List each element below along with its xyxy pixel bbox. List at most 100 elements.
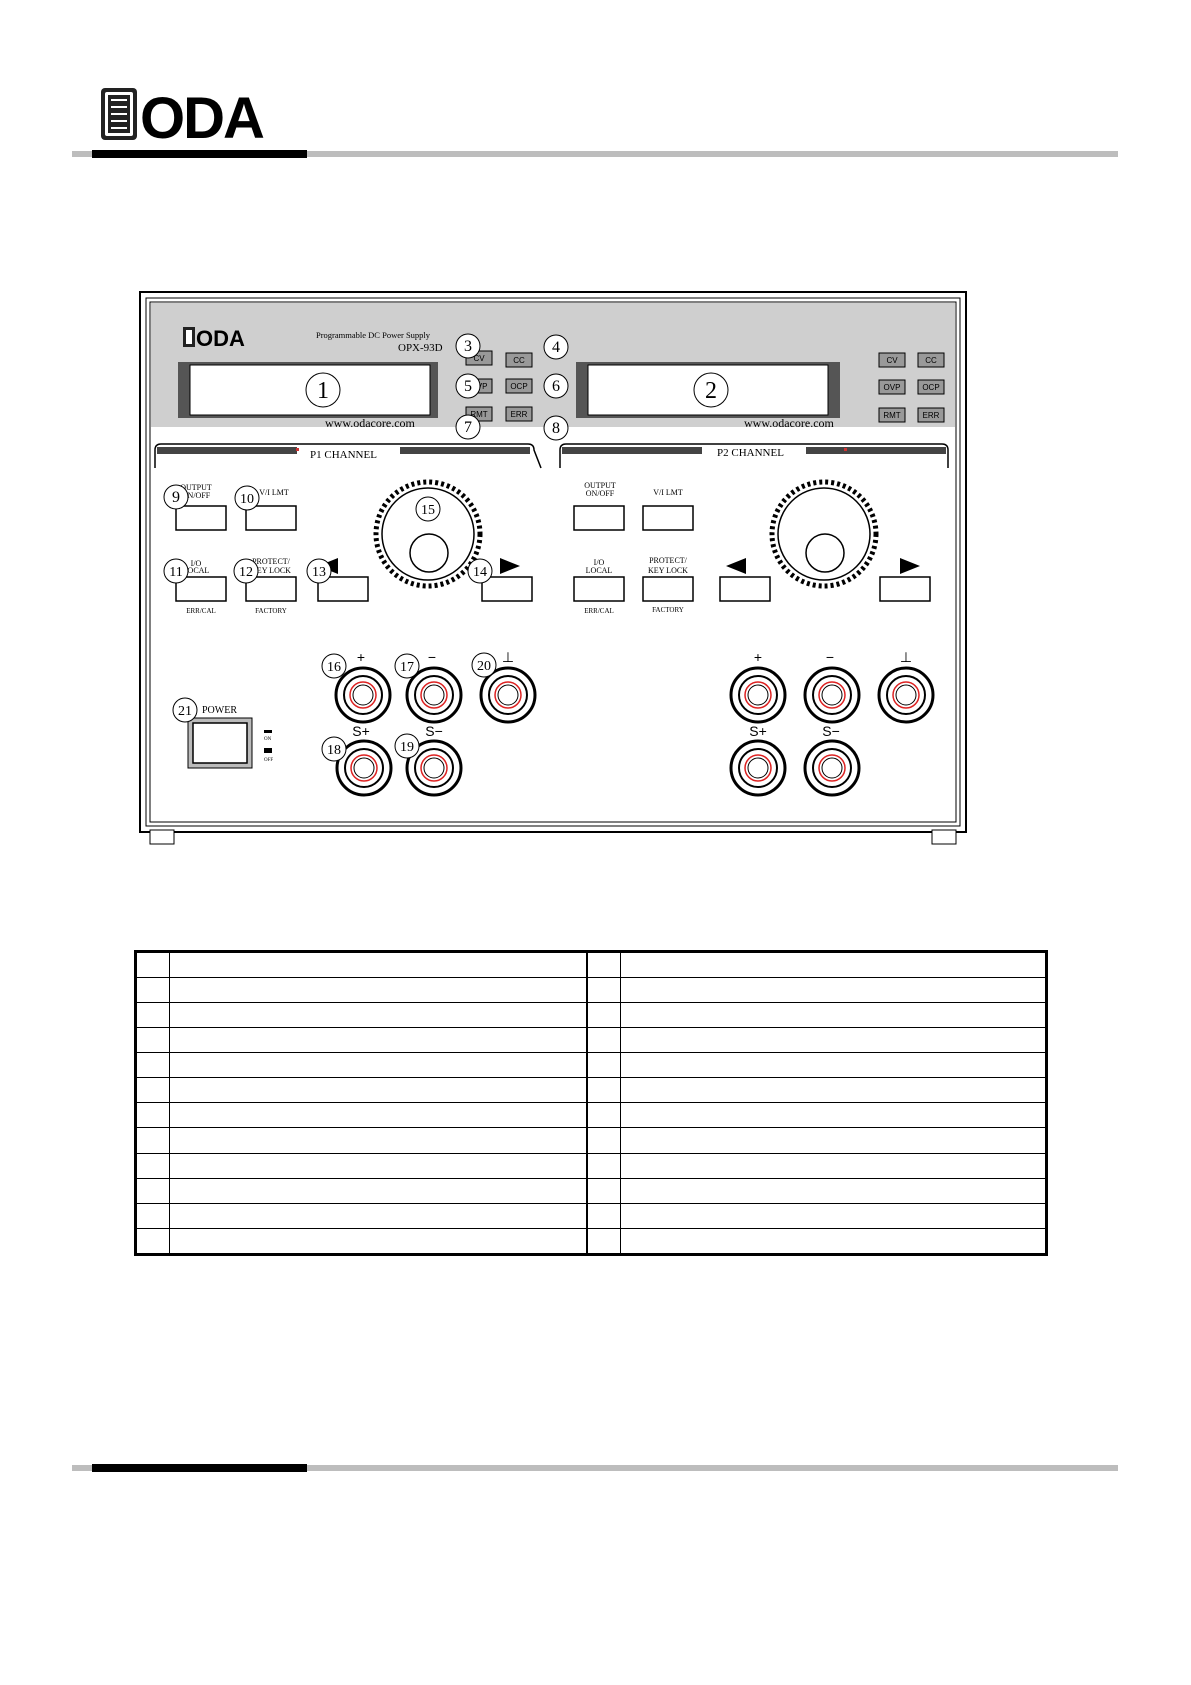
callout-6: 6 [552,378,560,395]
table-row [135,1127,1047,1154]
p2-cv-indicator [878,352,906,368]
p1-ground-label: ⊥ [502,649,514,665]
svg-text:FACTORY: FACTORY [652,606,684,614]
p2-plus-terminal[interactable] [729,666,787,724]
callout-21: 21 [178,704,192,719]
table-cell [169,1177,588,1204]
p2-channel-label: P2 CHANNEL [717,447,784,459]
p2-left-button[interactable] [719,576,771,602]
table-row [135,950,1047,979]
panel-subtitle: Programmable DC Power Supply [316,330,431,340]
p2-minus-terminal[interactable] [803,666,861,724]
p1-minus-terminal[interactable] [405,666,463,724]
p1-ground-terminal[interactable] [479,666,537,724]
table-cell [620,1177,1047,1204]
callout-8: 8 [552,420,560,437]
power-off-icon [264,748,272,753]
power-on-icon [264,730,272,733]
svg-text:ON/OFF: ON/OFF [182,491,211,500]
power-switch[interactable] [192,722,248,764]
table-cell [169,1052,588,1079]
p1-plus-label: + [357,649,365,665]
svg-text:I/O: I/O [191,559,202,568]
p2-sense-plus-terminal[interactable] [729,739,787,797]
p2-encoder-knob[interactable] [769,479,879,589]
svg-text:CC: CC [513,356,525,365]
p2-output-button[interactable] [573,505,625,531]
svg-text:ERR: ERR [511,410,528,419]
svg-text:V/I LMT: V/I LMT [259,488,289,497]
p1-channel-label: P1 CHANNEL [310,449,377,461]
svg-text:OUTPUT: OUTPUT [584,481,616,490]
p2-s-plus-label: S+ [749,723,767,739]
callout-15: 15 [421,503,435,518]
p1-io-local-button[interactable] [175,576,227,602]
table-cell [620,1002,1047,1029]
p1-s-plus-label: S+ [352,723,370,739]
p2-sense-minus-terminal[interactable] [803,739,861,797]
p2-ground-label: ⊥ [900,649,912,665]
table-cell [169,1077,588,1104]
table-cell [586,977,621,1004]
table-cell [586,950,621,979]
panel-logo-icon [183,327,195,347]
p1-plus-terminal[interactable] [334,666,392,724]
callout-13: 13 [312,565,326,580]
table-cell [135,1127,170,1154]
p1-output-button[interactable] [175,505,227,531]
logo-text: ODA [140,86,264,144]
p2-vi-lmt-button[interactable] [642,505,694,531]
p2-io-local-button[interactable] [573,576,625,602]
p1-s-minus-label: S− [425,723,443,739]
callout-11: 11 [169,565,182,580]
p2-right-button[interactable] [879,576,931,602]
p1-sense-minus-terminal[interactable] [405,739,463,797]
table-cell [135,1202,170,1229]
callout-9: 9 [172,489,180,506]
p2-protect-button[interactable] [642,576,694,602]
svg-text:OVP: OVP [884,383,901,392]
table-cell [135,1027,170,1054]
p1-minus-label: − [428,649,436,665]
p2-plus-label: + [754,649,762,665]
table-row [135,1227,1047,1256]
footer-rule-accent [92,1464,307,1472]
table-cell [586,1077,621,1104]
p1-encoder-knob[interactable] [373,479,483,589]
table-cell [135,1077,170,1104]
svg-text:OCP: OCP [510,382,527,391]
svg-text:KEY LOCK: KEY LOCK [648,566,688,575]
table-row [135,1177,1047,1204]
callout-16: 16 [327,660,341,675]
table-cell [620,950,1047,979]
svg-text:OCP: OCP [922,383,939,392]
p1-vi-lmt-button[interactable] [245,505,297,531]
table-cell [620,1027,1047,1054]
table-cell [620,1152,1047,1179]
svg-text:KEY LOCK: KEY LOCK [251,566,291,575]
table-row [135,1052,1047,1079]
callout-7: 7 [464,419,472,436]
table-cell [620,977,1047,1004]
svg-text:ON: ON [264,737,272,742]
power-label: POWER [202,705,237,716]
callout-5: 5 [464,378,472,395]
website-left: www.odacore.com [325,416,416,430]
callout-3: 3 [464,338,472,355]
svg-text:CV: CV [473,354,485,363]
p2-ground-terminal[interactable] [877,666,935,724]
table-cell [169,1027,588,1054]
table-cell [135,1102,170,1129]
callout-18: 18 [327,743,341,758]
p1-protect-button[interactable] [245,576,297,602]
svg-text:LOCAL: LOCAL [183,566,210,575]
table-cell [620,1052,1047,1079]
p1-sense-plus-terminal[interactable] [335,739,393,797]
header-rule-accent [92,150,307,158]
table-cell [586,1052,621,1079]
header-rule [72,151,1118,157]
footer-rule [72,1465,1118,1471]
table-row [135,977,1047,1004]
p1-right-button[interactable] [481,576,533,602]
table-cell [586,1127,621,1154]
